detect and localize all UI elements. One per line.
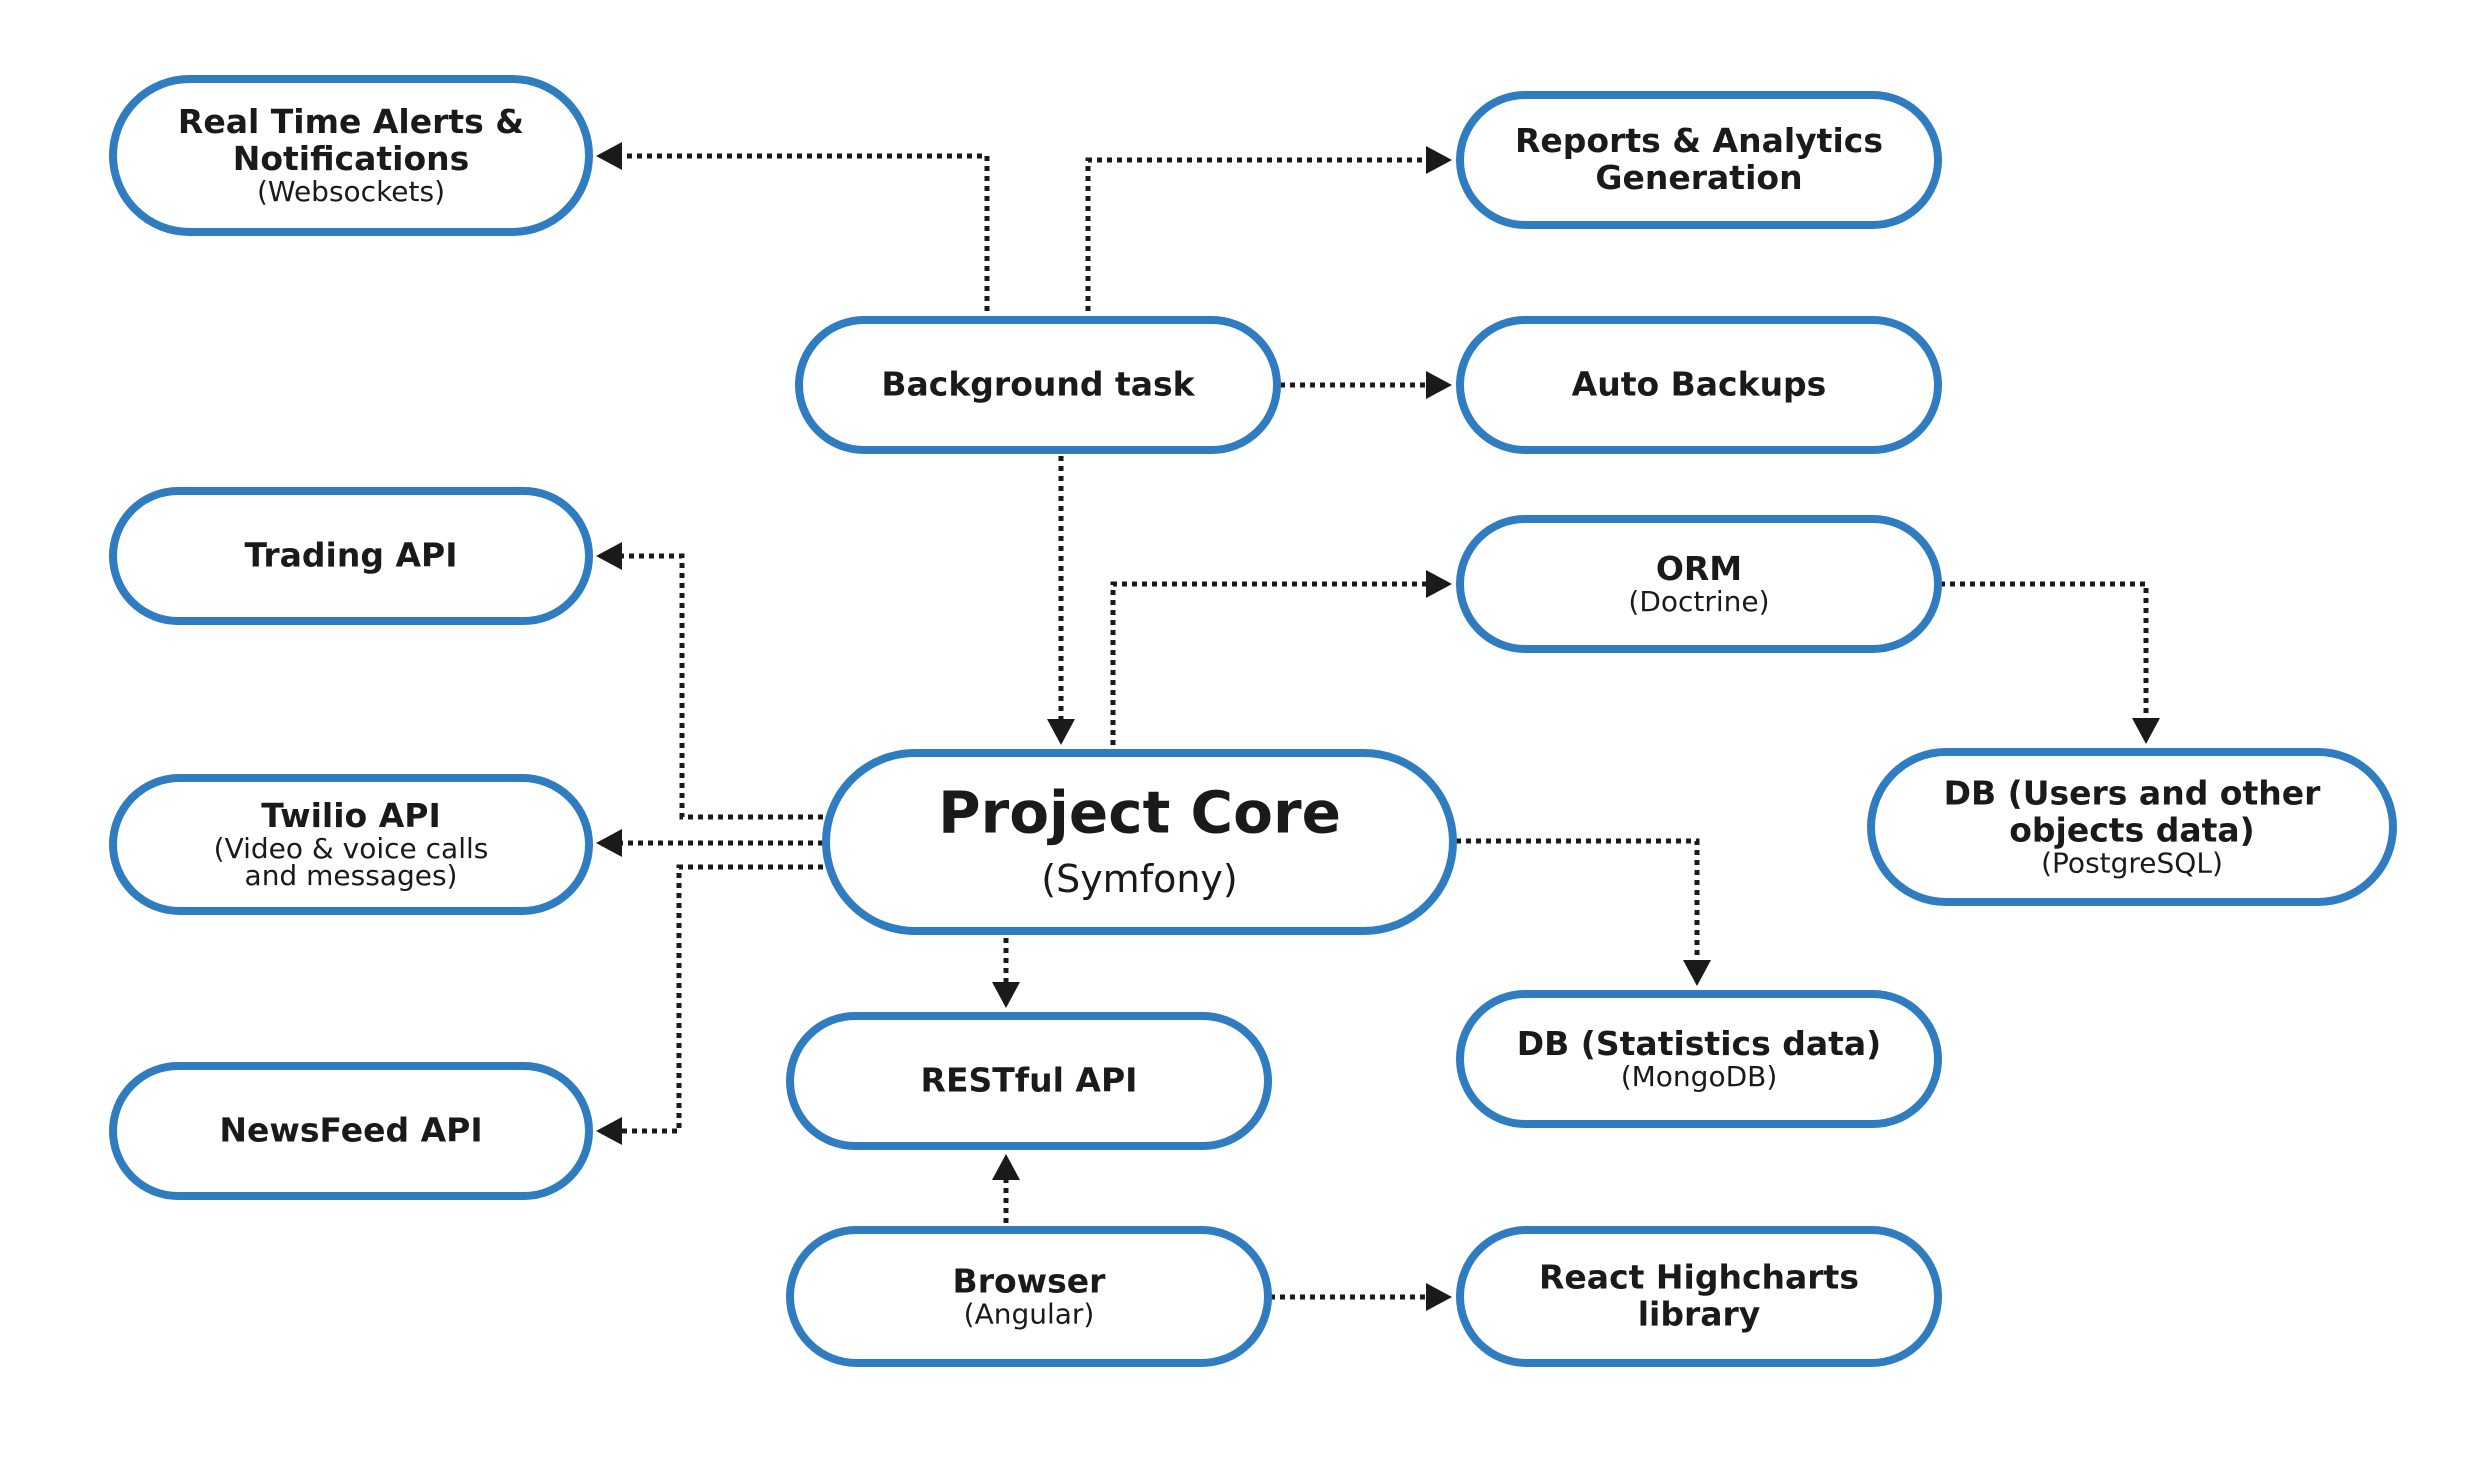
node-pill <box>1456 990 1942 1128</box>
edge-orm-to-db_users <box>1940 581 2160 744</box>
edge-core-to-newsfeed <box>596 864 823 1145</box>
node-pill <box>1456 515 1942 653</box>
node-db-stats: DB (Statistics data)(MongoDB) <box>1456 990 1942 1128</box>
edge-line <box>1110 581 1426 745</box>
node-pill <box>109 774 593 915</box>
edge-background-to-backups <box>1280 371 1452 399</box>
edge-line <box>622 553 823 820</box>
node-pill <box>109 487 593 625</box>
node-newsfeed: NewsFeed API <box>109 1062 593 1200</box>
edge-core-to-restful <box>992 938 1020 1008</box>
node-core: Project Core (Symfony) <box>822 749 1457 935</box>
node-title: Project Core <box>938 778 1341 846</box>
node-subtitle: (Doctrine) <box>1628 585 1769 618</box>
edge-core-to-db_stats <box>1456 838 1711 986</box>
node-subtitle: (Symfony) <box>1041 857 1237 901</box>
node-subtitle: and messages) <box>245 859 458 892</box>
node-trading: Trading API <box>109 487 593 625</box>
edge-line <box>622 864 823 1134</box>
node-subtitle: (PostgreSQL) <box>2041 847 2223 880</box>
node-subtitle: (MongoDB) <box>1621 1060 1778 1093</box>
node-subtitle: (Video & voice calls <box>214 832 489 865</box>
arrowhead <box>1426 371 1452 399</box>
arrowhead <box>1426 146 1452 174</box>
node-title: objects data) <box>2009 810 2254 849</box>
edge-line <box>1456 838 1700 960</box>
node-title: NewsFeed API <box>219 1110 482 1149</box>
node-pill <box>1456 316 1942 454</box>
node-title: Twilio API <box>261 796 440 835</box>
arrowhead <box>2132 718 2160 744</box>
arrowhead <box>1683 960 1711 986</box>
arrowhead <box>1047 719 1075 745</box>
node-pill <box>1867 748 2397 906</box>
node-title: Trading API <box>245 535 458 574</box>
node-browser: Browser(Angular) <box>786 1226 1272 1367</box>
node-title: library <box>1638 1294 1761 1333</box>
node-pill <box>786 1226 1272 1367</box>
node-pill <box>109 75 593 236</box>
node-pill <box>822 749 1457 935</box>
node-title: DB (Users and other <box>1944 773 2322 812</box>
edge-core-to-twilio <box>596 829 823 857</box>
node-title: Generation <box>1595 158 1802 197</box>
node-pill <box>1456 1226 1942 1367</box>
node-title: DB (Statistics data) <box>1517 1024 1881 1063</box>
node-title: Notifications <box>233 139 470 178</box>
node-pill <box>109 1062 593 1200</box>
node-subtitle: (Angular) <box>964 1298 1095 1331</box>
arrowhead <box>1426 570 1452 598</box>
edge-background-to-reports <box>1085 146 1452 311</box>
node-title: Browser <box>953 1261 1107 1300</box>
node-orm: ORM(Doctrine) <box>1456 515 1942 653</box>
edge-background-to-core <box>1047 456 1075 745</box>
node-restful: RESTful API <box>786 1012 1272 1150</box>
edge-line <box>622 153 990 311</box>
node-title: ORM <box>1656 549 1742 588</box>
node-subtitle: (Websockets) <box>257 175 445 208</box>
arrowhead <box>596 542 622 570</box>
edge-background-to-alerts <box>596 142 990 311</box>
node-title: React Highcharts <box>1539 1257 1859 1296</box>
node-title: Reports & Analytics <box>1515 121 1883 160</box>
arrowhead <box>596 142 622 170</box>
node-pill <box>786 1012 1272 1150</box>
arrowhead <box>596 829 622 857</box>
edge-browser-to-restful <box>992 1154 1020 1223</box>
arrowhead <box>1426 1283 1452 1311</box>
edge-line <box>1940 581 2149 718</box>
node-backups: Auto Backups <box>1456 316 1942 454</box>
node-title: Background task <box>881 364 1195 403</box>
node-title: Auto Backups <box>1572 364 1827 403</box>
node-pill <box>795 316 1281 454</box>
arrowhead <box>596 1117 622 1145</box>
node-alerts: Real Time Alerts &Notifications(Websocke… <box>109 75 593 236</box>
node-title: RESTful API <box>921 1060 1138 1099</box>
arrowhead <box>992 1154 1020 1180</box>
edge-browser-to-highcharts <box>1270 1283 1452 1311</box>
node-title: Real Time Alerts & <box>178 102 524 141</box>
edge-core-to-trading <box>596 542 823 820</box>
node-pill <box>1456 91 1942 229</box>
arrowhead <box>992 982 1020 1008</box>
edge-line <box>1085 157 1426 311</box>
edge-core-to-orm <box>1110 570 1452 745</box>
node-background: Background task <box>795 316 1281 454</box>
